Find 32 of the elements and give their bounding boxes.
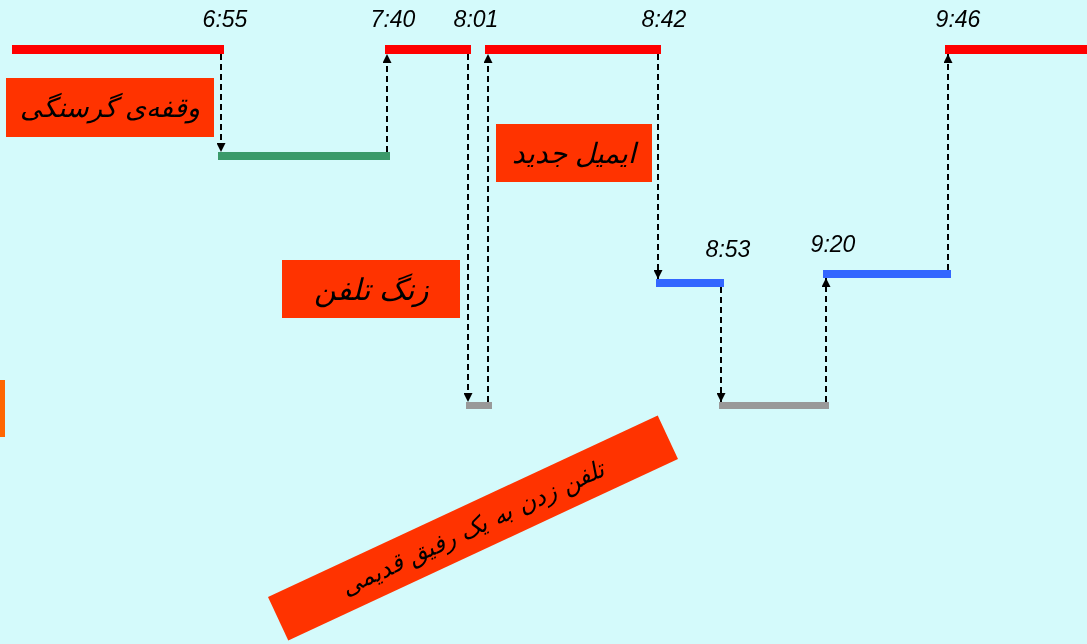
label-text: زنگ تلفن xyxy=(313,271,429,307)
label-text: تلفن زدن به یک رفیق قدیمی xyxy=(336,454,610,602)
arrow xyxy=(653,53,663,280)
arrow xyxy=(483,53,493,403)
time-label: 9:46 xyxy=(935,6,981,33)
time-label: 9:20 xyxy=(810,231,856,258)
arrow xyxy=(382,53,392,153)
timeline-bar xyxy=(466,402,492,409)
timeline-bar xyxy=(656,279,724,287)
timeline-bar xyxy=(719,402,829,409)
time-label: 6:55 xyxy=(202,6,248,33)
time-label: 8:42 xyxy=(641,6,687,33)
label-text: وقفه‌ی گرسنگی xyxy=(19,92,201,123)
arrow xyxy=(463,53,473,403)
timeline-bar xyxy=(12,45,224,54)
label-card xyxy=(282,260,460,318)
time-label: 8:01 xyxy=(453,6,499,33)
timeline-bar xyxy=(218,152,390,160)
label-card xyxy=(0,380,5,437)
label-text: ایمیل جدید xyxy=(511,136,637,170)
arrow xyxy=(821,277,831,403)
time-label: 8:53 xyxy=(705,236,751,263)
time-label: 7:40 xyxy=(370,6,416,33)
label-card xyxy=(496,124,652,182)
timeline-bar xyxy=(385,45,471,54)
timeline-bar xyxy=(485,45,661,54)
arrow xyxy=(943,53,953,271)
timeline-bar xyxy=(823,270,951,278)
arrow xyxy=(716,286,726,403)
timeline-bar xyxy=(945,45,1087,54)
arrow xyxy=(216,53,226,153)
label-card xyxy=(6,78,214,137)
